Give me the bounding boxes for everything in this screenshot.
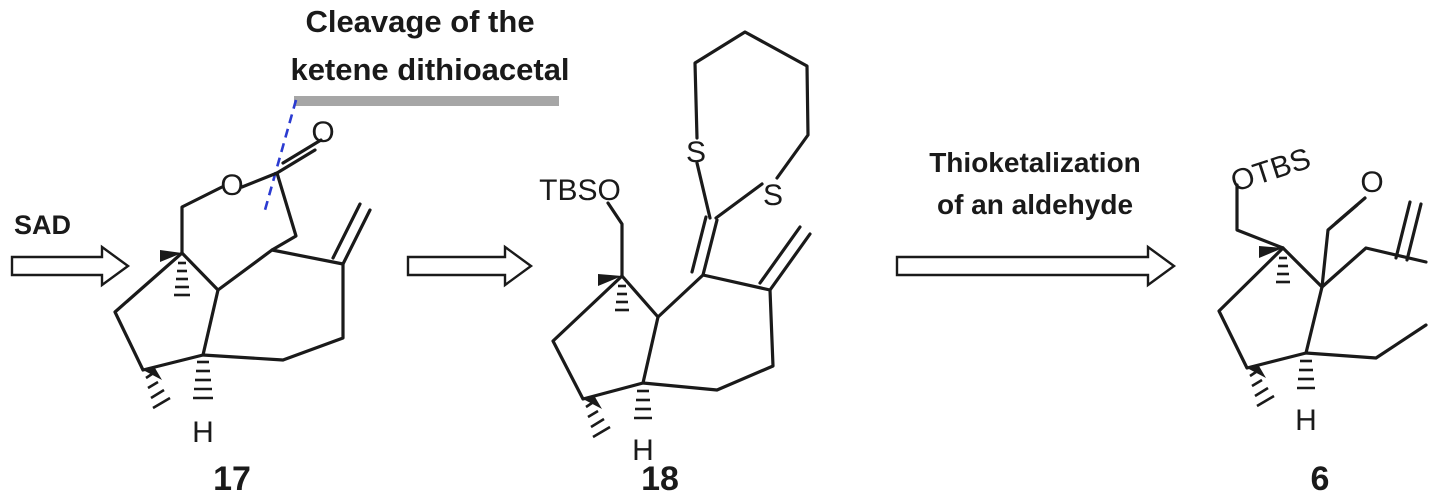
compound-18-sulfur-2: S (763, 179, 783, 212)
cleavage-highlight-bar (294, 96, 559, 106)
compound-6-otbs: OTBS (1227, 142, 1315, 199)
compound-18-tbso: TBSO (539, 174, 621, 207)
thioketalization-label-line2: of an aldehyde (937, 189, 1133, 220)
compound-18-sulfur-1: S (686, 136, 706, 169)
retro-arrow-middle (406, 244, 534, 288)
compound-6-number: 6 (1311, 460, 1330, 497)
compound-6-hydrogen: H (1295, 404, 1317, 437)
compound-17-oxygen-ring: O (220, 169, 243, 202)
retro-arrow-thioketalization (895, 244, 1177, 288)
compound-17-structure (113, 138, 372, 410)
compound-18-structure (551, 30, 812, 439)
compound-6-structure (1217, 183, 1428, 408)
compound-17-oxygen-carbonyl: O (311, 116, 334, 149)
cleavage-label-line2: ketene dithioacetal (290, 52, 569, 87)
retro-arrow-sad (10, 244, 131, 288)
compound-17-hydrogen: H (192, 416, 214, 449)
compound-18-hydrogen: H (632, 434, 654, 467)
cleavage-label-line1: Cleavage of the (305, 4, 534, 39)
thioketalization-label-line1: Thioketalization (929, 147, 1141, 178)
compound-6-oxygen-aldehyde: O (1360, 166, 1383, 199)
cleavage-cut-dashed-line (263, 99, 298, 211)
sad-label: SAD (14, 210, 71, 240)
compound-17-number: 17 (213, 460, 251, 497)
compound-18-number: 18 (641, 460, 679, 497)
